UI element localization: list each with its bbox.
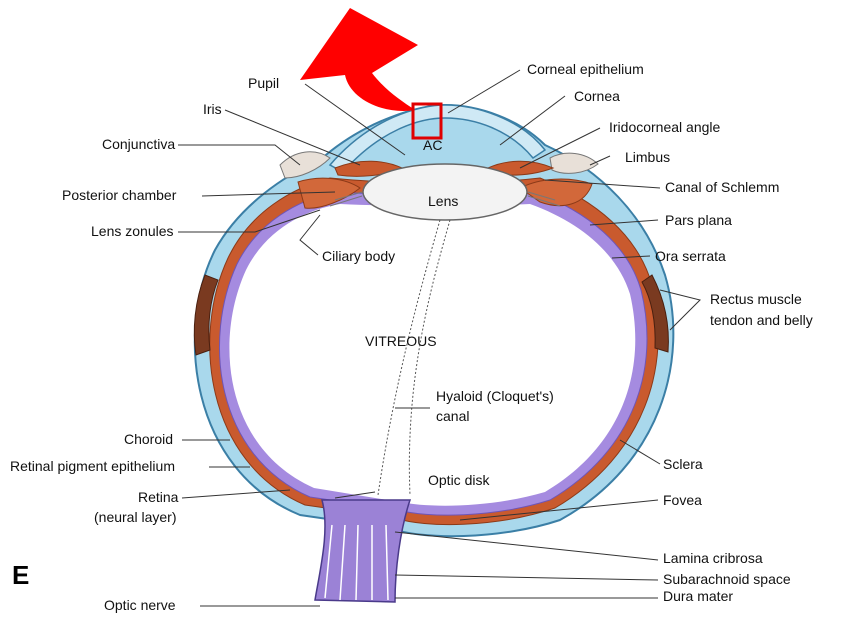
label-optic-disk: Optic disk [428, 472, 490, 488]
label-iris: Iris [203, 101, 222, 117]
label-corneal-epithelium: Corneal epithelium [527, 61, 644, 77]
label-vitreous: VITREOUS [365, 333, 437, 349]
label-limbus: Limbus [625, 149, 670, 165]
lens-shape [363, 164, 527, 220]
panel-letter: E [12, 560, 29, 590]
label-iridocorneal-angle: Iridocorneal angle [609, 119, 721, 135]
label-retina: Retina [138, 489, 179, 505]
label-sclera: Sclera [663, 456, 703, 472]
limbus-tissue [550, 153, 598, 173]
label-hyaloid: Hyaloid (Cloquet's) [436, 388, 554, 404]
label-posterior-chamber: Posterior chamber [62, 187, 177, 203]
label-canal-schlemm: Canal of Schlemm [665, 179, 779, 195]
label-hyaloid-canal: canal [436, 408, 469, 424]
label-pars-plana: Pars plana [665, 212, 732, 228]
label-pupil: Pupil [248, 75, 279, 91]
label-lens-zonules: Lens zonules [91, 223, 174, 239]
label-conjunctiva: Conjunctiva [102, 136, 175, 152]
label-cornea: Cornea [574, 88, 620, 104]
label-dura-mater: Dura mater [663, 588, 733, 604]
red-arrow-marker [300, 8, 418, 111]
label-rectus-tendon: tendon and belly [710, 312, 813, 328]
label-rpe: Retinal pigment epithelium [10, 458, 175, 474]
label-ora-serrata: Ora serrata [655, 248, 726, 264]
eye-globe [194, 105, 673, 602]
label-choroid: Choroid [124, 431, 173, 447]
label-retina-neural: (neural layer) [94, 509, 176, 525]
label-optic-nerve: Optic nerve [104, 597, 176, 613]
label-ciliary-body: Ciliary body [322, 248, 395, 264]
label-rectus-muscle: Rectus muscle [710, 291, 802, 307]
vitreous-cavity [229, 204, 635, 506]
label-lens: Lens [428, 193, 458, 209]
label-lamina-cribrosa: Lamina cribrosa [663, 550, 763, 566]
label-ac: AC [423, 137, 442, 153]
label-fovea: Fovea [663, 492, 702, 508]
label-subarachnoid: Subarachnoid space [663, 571, 791, 587]
